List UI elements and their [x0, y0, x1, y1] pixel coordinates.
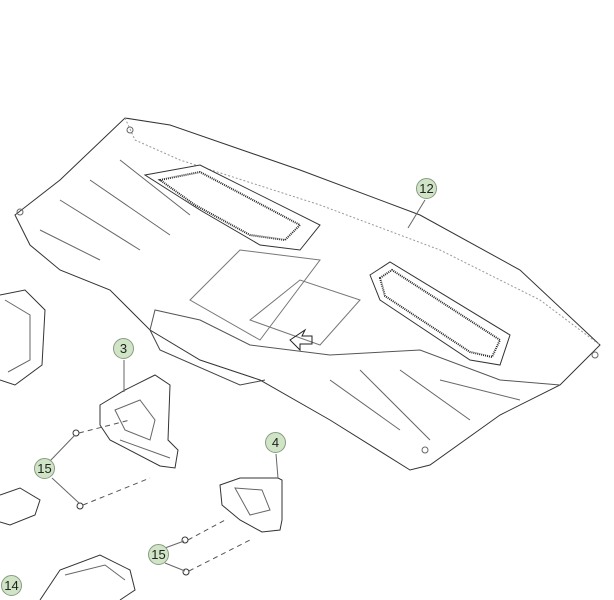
- callout-12: 12: [416, 178, 437, 199]
- side-bracket-left: [0, 289, 46, 386]
- callout-15-left: 15: [34, 458, 55, 479]
- bracket-3: [99, 374, 179, 469]
- dashed-assembly-lines: [78, 419, 251, 572]
- lower-left-brackets: [0, 487, 136, 600]
- leader-lines: [49, 199, 426, 572]
- callout-15-lower: 15: [148, 544, 169, 565]
- callout-14: 14: [1, 575, 22, 596]
- callout-3: 3: [113, 338, 134, 359]
- rear-package-tray: [14, 117, 601, 471]
- bracket-4: [219, 477, 283, 533]
- callout-4: 4: [265, 432, 286, 453]
